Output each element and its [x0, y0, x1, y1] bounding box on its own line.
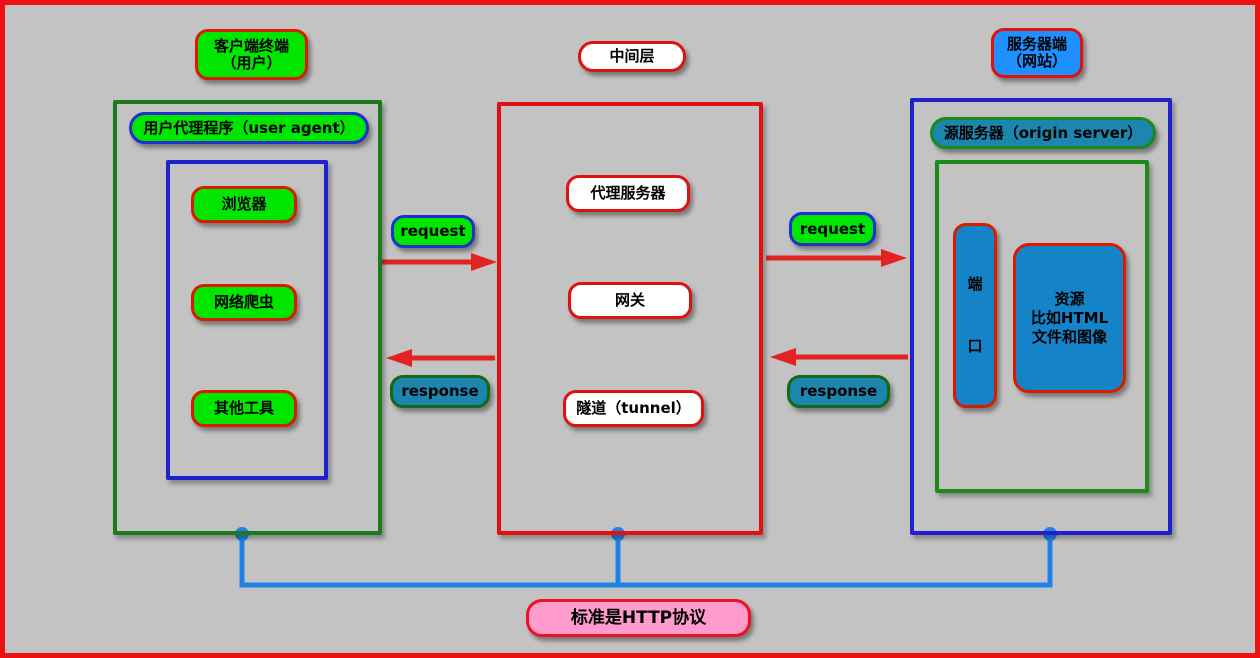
http-standard-label: 标准是HTTP协议	[526, 599, 751, 637]
port-box: 端 口	[953, 223, 997, 408]
origin-server-label: 源服务器（origin server）	[930, 117, 1156, 149]
user-agent-inner-box	[166, 160, 328, 480]
port-char-1: 端	[967, 275, 983, 294]
resource-line3: 文件和图像	[1031, 327, 1107, 346]
request-label-left: request	[391, 215, 475, 248]
port-char-2: 口	[967, 336, 983, 355]
request-arrow-right	[766, 249, 907, 267]
request-arrow-left	[381, 253, 497, 271]
server-side-title-line1: 服务器端	[1006, 35, 1067, 53]
server-side-title: 服务器端 （网站）	[991, 28, 1083, 78]
middle-tier-box	[497, 102, 763, 535]
origin-server-inner-box	[935, 160, 1149, 493]
other-tools-item: 其他工具	[191, 390, 297, 427]
tunnel-item: 隧道（tunnel）	[563, 390, 704, 427]
response-label-left: response	[390, 375, 490, 408]
request-label-right: request	[789, 212, 876, 246]
server-side-title-line2: （网站）	[1006, 52, 1067, 70]
user-agent-label: 用户代理程序（user agent）	[129, 112, 369, 144]
resource-line1: 资源	[1054, 289, 1085, 308]
middle-tier-title: 中间层	[578, 41, 686, 72]
server-group-box	[910, 98, 1172, 535]
resource-box: 资源 比如HTML 文件和图像	[1013, 243, 1126, 393]
browser-item: 浏览器	[191, 186, 297, 223]
web-crawler-item: 网络爬虫	[191, 284, 297, 321]
gateway-item: 网关	[568, 282, 692, 319]
resource-line2: 比如HTML	[1030, 308, 1109, 327]
http-bus-connector	[235, 527, 1057, 588]
client-terminal-title-line2: （用户）	[221, 53, 282, 72]
response-label-right: response	[787, 375, 890, 408]
client-terminal-title-line1: 客户端终端	[213, 36, 289, 55]
response-arrow-left	[386, 349, 495, 367]
client-group-box	[113, 100, 382, 535]
proxy-server-item: 代理服务器	[566, 175, 690, 212]
response-arrow-right	[770, 348, 908, 366]
client-terminal-title: 客户端终端 （用户）	[195, 29, 308, 80]
